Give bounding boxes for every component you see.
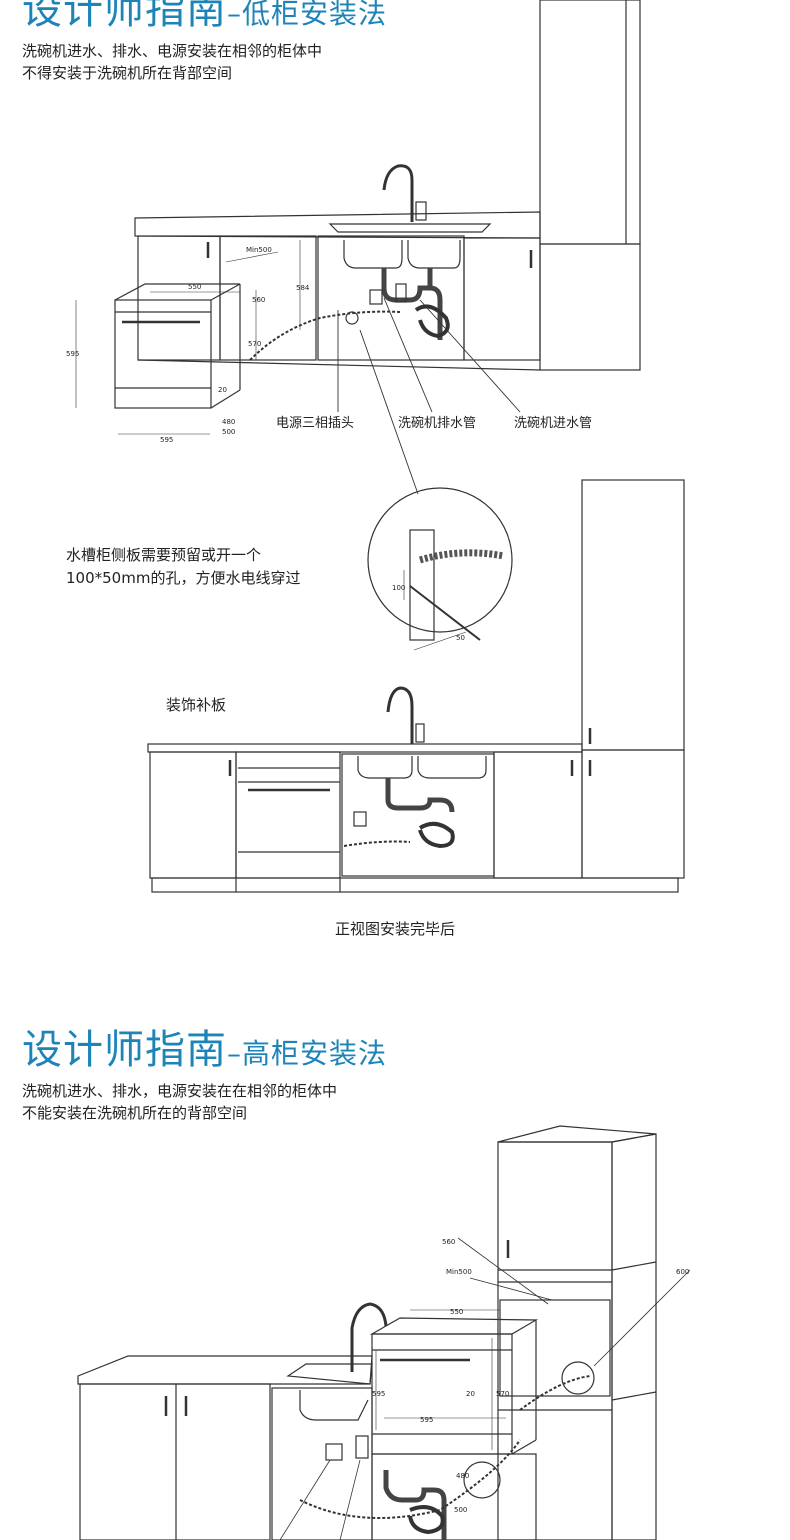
high-dim-min500: Min500: [446, 1268, 472, 1276]
dim-500: 500: [222, 428, 235, 436]
high-dim-560: 560: [442, 1238, 455, 1246]
section1-description: 洗碗机进水、排水、电源安装在相邻的柜体中 不得安装于洗碗机所在背部空间: [22, 40, 322, 84]
detail-note-line1: 水槽柜侧板需要预留或开一个: [66, 546, 262, 564]
front-view-caption: 正视图安装完毕后: [335, 920, 456, 938]
detail-circle: [367, 487, 513, 633]
high-dim-595-height: 595: [372, 1390, 385, 1398]
detail-dim-50: 50: [456, 634, 465, 642]
high-dishwasher: [371, 1333, 513, 1455]
section1-title-main: 设计师指南: [22, 0, 227, 33]
section2-desc-line2: 不能安装在洗碗机所在的背部空间: [22, 1104, 248, 1122]
detail-note: 水槽柜侧板需要预留或开一个 100*50mm的孔，方便水电线穿过: [66, 544, 300, 590]
callout-drain-hose: 洗碗机排水管: [398, 416, 477, 431]
section2-title-sub: –高柜安装法: [227, 1037, 388, 1070]
front-label-trim-panel: 装饰补板: [166, 696, 227, 714]
high-dim-480: 480: [456, 1472, 469, 1480]
high-dim-600: 600: [676, 1268, 689, 1276]
dim-595-height: 595: [66, 350, 79, 358]
section2-title: 设计师指南–高柜安装法: [22, 1030, 387, 1070]
section1-desc-line2: 不得安装于洗碗机所在背部空间: [22, 64, 233, 82]
dim-480: 480: [222, 418, 235, 426]
right-base-cabinet: [463, 237, 541, 361]
high-faucet: [350, 1302, 388, 1372]
high-sink: [286, 1363, 373, 1385]
section2-desc-line1: 洗碗机进水、排水，电源安装在在相邻的柜体中: [22, 1082, 338, 1100]
section2-title-main: 设计师指南: [22, 1027, 227, 1073]
callout-inlet-hose: 洗碗机进水管: [514, 416, 593, 431]
section1-title: 设计师指南–低柜安装法: [22, 0, 387, 30]
section1-title-sub: –低柜安装法: [227, 0, 388, 30]
high-dim-20: 20: [466, 1390, 475, 1398]
dishwasher-bay: [219, 235, 317, 361]
hoses: [249, 310, 401, 361]
dim-550: 550: [188, 283, 201, 291]
dim-20: 20: [218, 386, 227, 394]
high-tall-cabinet: [497, 1141, 613, 1540]
front-countertop: [147, 743, 583, 753]
dim-560: 560: [252, 296, 265, 304]
detail-note-line2: 100*50mm的孔，方便水电线穿过: [66, 569, 301, 587]
sink: [328, 223, 492, 233]
low-cabinet-diagram: Min500 550 560 584 595 20 480 500 595 57…: [66, 0, 685, 893]
high-dim-550: 550: [450, 1308, 463, 1316]
detail-dim-100: 100: [392, 584, 405, 592]
dim-595-width: 595: [160, 436, 173, 444]
high-dim-570: 570: [496, 1390, 509, 1398]
high-dim-595-width: 595: [420, 1416, 433, 1424]
front-faucet: [386, 686, 414, 744]
low-dishwasher: [114, 299, 212, 409]
dim-584: 584: [296, 284, 310, 292]
callout-power-plug: 电源三相插头: [276, 416, 355, 431]
dim-570: 570: [248, 340, 261, 348]
section1-desc-line1: 洗碗机进水、排水、电源安装在相邻的柜体中: [22, 42, 323, 60]
high-dim-500: 500: [454, 1506, 467, 1514]
faucet: [382, 164, 414, 222]
section2-description: 洗碗机进水、排水，电源安装在在相邻的柜体中 不能安装在洗碗机所在的背部空间: [22, 1080, 337, 1124]
dim-min500: Min500: [246, 246, 272, 254]
